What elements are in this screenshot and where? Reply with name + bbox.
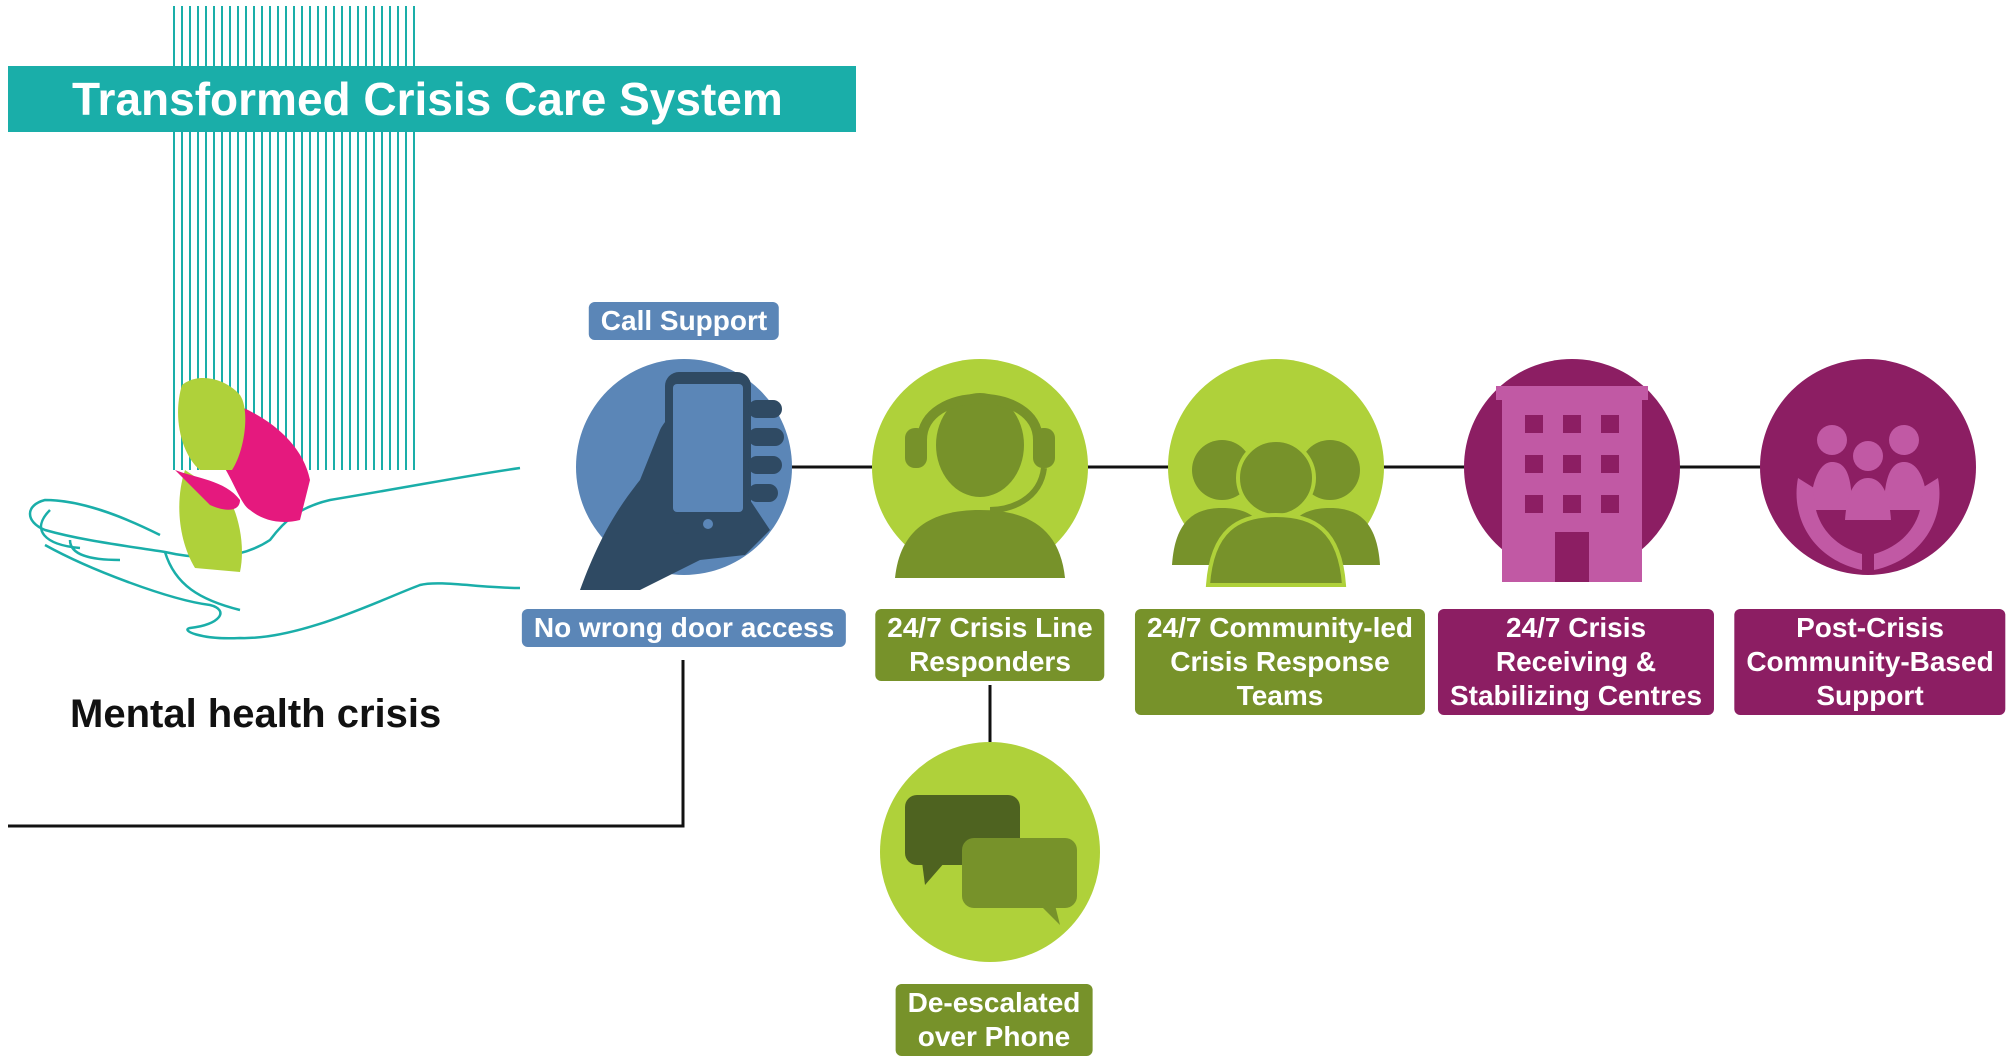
person-arm xyxy=(175,470,240,510)
centres-label: 24/7 Crisis Receiving & Stabilizing Cent… xyxy=(1437,609,1715,715)
centres-circle xyxy=(1464,359,1680,582)
group-icon xyxy=(1172,438,1380,587)
hands-family-icon xyxy=(1796,425,1940,570)
connector-access xyxy=(8,660,685,828)
person-hair xyxy=(178,377,246,470)
person-legs xyxy=(179,470,242,572)
community-teams-label: 24/7 Community-led Crisis Response Teams xyxy=(1134,609,1426,715)
call-support-label: Call Support xyxy=(588,302,780,340)
community-teams-circle xyxy=(1168,359,1384,587)
phone-in-hand-icon xyxy=(580,372,784,590)
hand-inner-curve xyxy=(163,551,241,612)
mental-health-crisis-label: Mental health crisis xyxy=(70,692,442,736)
post-crisis-circle xyxy=(1760,359,1976,575)
speech-bubbles-icon xyxy=(905,795,1077,925)
de-escalated-label: De-escalated over Phone xyxy=(895,984,1093,1056)
call-support-circle xyxy=(576,359,792,590)
title-banner xyxy=(8,66,856,132)
building-icon xyxy=(1496,386,1648,582)
crisis-line-circle xyxy=(872,359,1088,578)
hand-holding-person-icon xyxy=(28,377,521,640)
phone-outcome-circle xyxy=(880,742,1100,962)
headset-person-icon xyxy=(895,393,1065,578)
page-title: Transformed Crisis Care System xyxy=(72,73,783,125)
crisis-line-label: 24/7 Crisis Line Responders xyxy=(875,609,1105,681)
no-wrong-door-label: No wrong door access xyxy=(521,609,847,647)
post-crisis-label: Post-Crisis Community-Based Support xyxy=(1734,609,2006,715)
